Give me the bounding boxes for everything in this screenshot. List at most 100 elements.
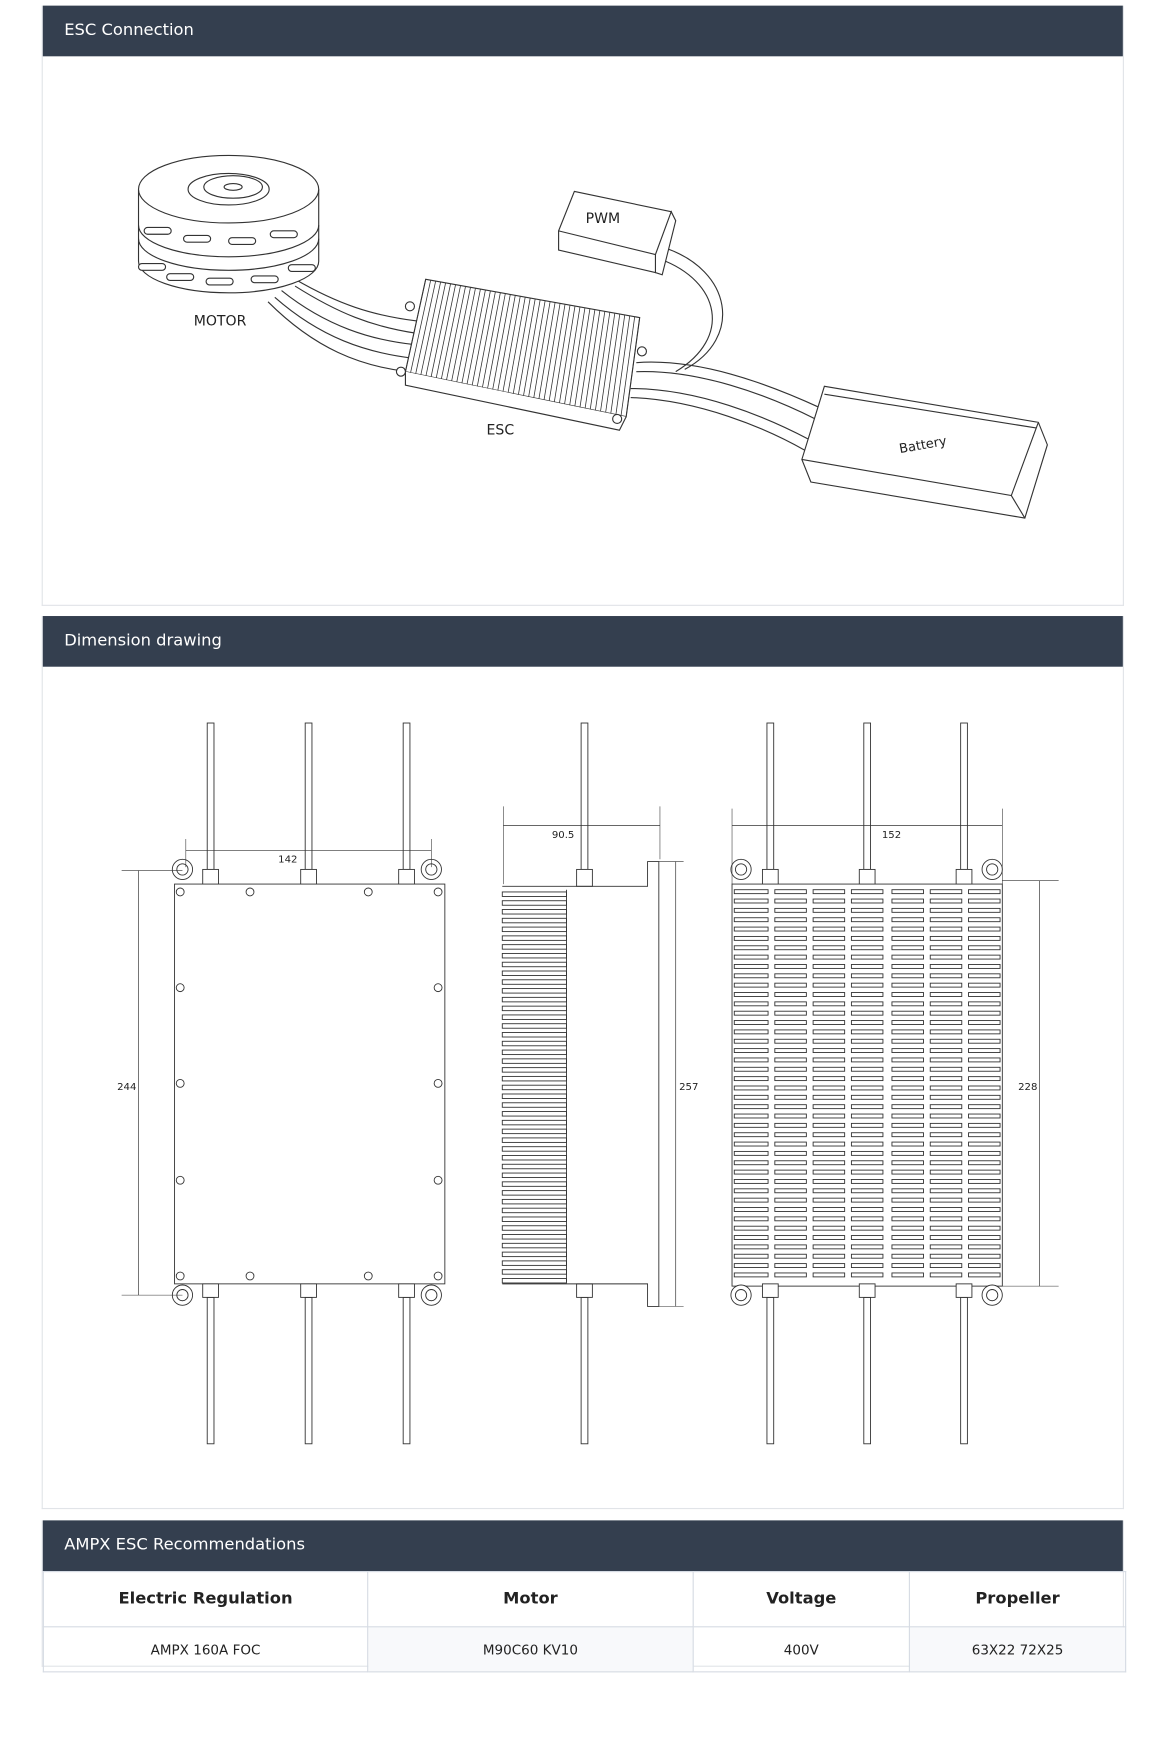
cooling-slot bbox=[891, 1197, 924, 1203]
cooling-slot bbox=[968, 889, 1001, 895]
cooling-slot bbox=[774, 898, 807, 904]
cooling-slot bbox=[891, 954, 924, 960]
cooling-slot bbox=[968, 973, 1001, 979]
cooling-slot bbox=[968, 1179, 1001, 1184]
cooling-slot bbox=[733, 1104, 769, 1110]
cooling-slot bbox=[968, 964, 1001, 969]
cooling-slot bbox=[850, 1113, 884, 1119]
cooling-slot bbox=[774, 973, 807, 979]
dim-257: 257 bbox=[679, 1082, 698, 1093]
motor-label: MOTOR bbox=[194, 313, 247, 329]
heatsink-fin bbox=[501, 935, 567, 941]
cooling-slot bbox=[812, 1179, 846, 1184]
heatsink-fin bbox=[564, 306, 581, 405]
cooling-slot bbox=[733, 1085, 769, 1091]
motor-illustration bbox=[137, 154, 320, 294]
heatsink-fin bbox=[501, 979, 567, 985]
cooling-slot bbox=[812, 917, 846, 923]
cooling-slot bbox=[929, 1038, 963, 1044]
heatsink-fin bbox=[430, 283, 451, 377]
cooling-slot bbox=[968, 1150, 1001, 1156]
screw bbox=[175, 1079, 185, 1088]
cable-lead bbox=[206, 1296, 215, 1445]
cooling-slot bbox=[929, 1272, 963, 1278]
pwm-module bbox=[558, 190, 677, 276]
cooling-slot bbox=[733, 1048, 769, 1053]
heatsink-fin bbox=[533, 301, 551, 398]
cooling-slot bbox=[774, 1197, 807, 1203]
cooling-slot bbox=[733, 926, 769, 932]
cooling-slot bbox=[929, 1066, 963, 1072]
cable-lead bbox=[580, 722, 589, 870]
cooling-slot bbox=[968, 907, 1001, 913]
cooling-slot bbox=[850, 954, 884, 960]
heatsink-fin bbox=[502, 296, 521, 392]
cooling-slot bbox=[929, 1160, 963, 1166]
mounting-hole bbox=[176, 863, 189, 876]
cooling-slot bbox=[774, 1179, 807, 1184]
cooling-slot bbox=[733, 1225, 769, 1231]
cooling-slot bbox=[850, 1272, 884, 1278]
cooling-slot bbox=[929, 1048, 963, 1053]
cooling-slot bbox=[733, 1160, 769, 1166]
cooling-slot bbox=[929, 1076, 963, 1082]
cable-lead bbox=[206, 722, 215, 870]
dim-152: 152 bbox=[882, 830, 901, 841]
mounting-ear bbox=[420, 1284, 442, 1306]
cooling-slot bbox=[733, 935, 769, 941]
dimension-drawing: 142 244 90.5 257 bbox=[117, 722, 1059, 1445]
heatsink-fin bbox=[615, 315, 631, 415]
heatsink-fin bbox=[501, 1014, 567, 1020]
heatsink-fin bbox=[528, 300, 546, 397]
cooling-slot bbox=[774, 926, 807, 932]
cooling-slot bbox=[774, 935, 807, 941]
heatsink-fin bbox=[501, 1225, 567, 1231]
cooling-slot bbox=[774, 1150, 807, 1156]
motor-vent bbox=[269, 230, 298, 239]
section-title: ESC Connection bbox=[42, 5, 1123, 57]
heatsink-fin bbox=[625, 317, 641, 417]
heatsink-fin bbox=[501, 1084, 567, 1091]
cooling-slot bbox=[891, 1207, 924, 1212]
cooling-slot bbox=[733, 1001, 769, 1007]
cooling-slot bbox=[774, 945, 807, 951]
heatsink-fin bbox=[501, 1155, 567, 1161]
cooling-slot bbox=[929, 1085, 963, 1091]
cooling-slot bbox=[812, 1244, 846, 1250]
heatsink-fin bbox=[584, 310, 601, 409]
cooling-slot bbox=[968, 1010, 1001, 1016]
heatsink-fin bbox=[569, 307, 586, 406]
screw bbox=[433, 887, 443, 897]
cooling-slot bbox=[812, 992, 846, 997]
column-header: Voltage bbox=[692, 1571, 910, 1628]
heatsink-fin bbox=[501, 1146, 567, 1152]
heatsink-fin bbox=[517, 298, 536, 395]
cooling-slot bbox=[733, 1263, 769, 1268]
cooling-slot bbox=[968, 1272, 1001, 1278]
cooling-slot bbox=[812, 954, 846, 960]
cooling-slot bbox=[850, 992, 884, 997]
mounting-ear bbox=[981, 1284, 1003, 1306]
cooling-slot bbox=[850, 1029, 884, 1035]
cooling-slot bbox=[733, 1094, 769, 1100]
cooling-slot bbox=[850, 1179, 884, 1184]
cooling-slot bbox=[733, 1029, 769, 1035]
cooling-slot bbox=[812, 1094, 846, 1100]
cooling-slot bbox=[812, 945, 846, 951]
heatsink-fin bbox=[501, 1251, 567, 1258]
back-view: 152 228 bbox=[730, 722, 1059, 1445]
cooling-slot bbox=[774, 992, 807, 997]
cooling-slot bbox=[733, 1253, 769, 1259]
terminal bbox=[955, 1283, 973, 1298]
cooling-slot bbox=[812, 1216, 846, 1222]
cooling-slot bbox=[891, 992, 924, 997]
cooling-slot bbox=[891, 889, 924, 895]
terminal bbox=[398, 868, 415, 885]
cooling-slot bbox=[812, 964, 846, 969]
cooling-slot bbox=[891, 1076, 924, 1082]
cooling-slot bbox=[850, 1066, 884, 1072]
cooling-slot bbox=[774, 1010, 807, 1016]
cooling-slot bbox=[774, 1048, 807, 1053]
screw bbox=[175, 887, 185, 897]
cooling-slot bbox=[733, 917, 769, 923]
